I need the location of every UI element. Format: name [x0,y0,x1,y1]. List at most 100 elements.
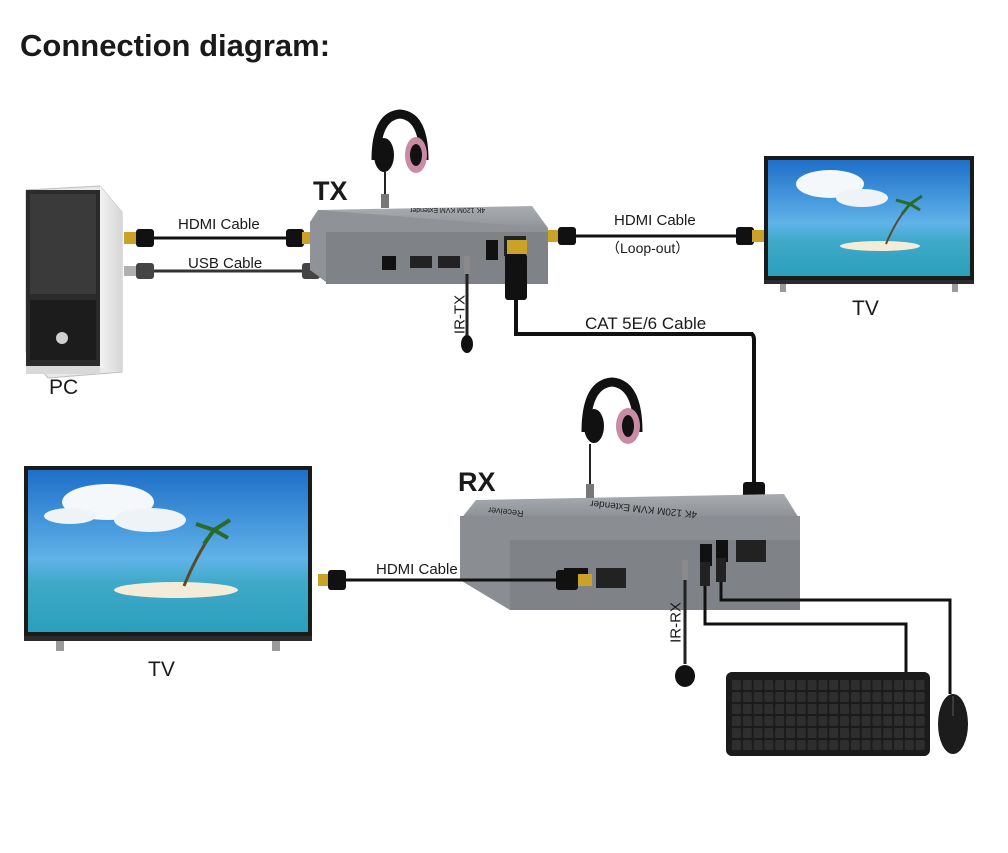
keyboard-key [850,728,860,738]
keyboard-key [732,680,741,690]
keyboard-key [818,728,828,738]
keyboard-key [764,728,774,738]
keyboard-key [732,728,741,738]
keyboard-key [807,680,817,690]
keyboard-key [829,680,839,690]
keyboard-key [807,728,817,738]
keyboard-key [829,704,839,714]
keyboard-key [786,728,795,738]
keyboard-key [753,728,763,738]
keyboard-key [861,692,871,702]
keyboard-key [829,740,839,750]
keyboard-key [894,692,903,702]
keyboard-key [850,692,860,702]
keyboard-key [732,704,741,714]
keyboard-key [840,716,849,726]
keyboard-key [861,740,871,750]
keyboard-key [807,704,817,714]
keyboard-key [915,692,925,702]
pc-tower [25,185,123,379]
keyboard-key [818,704,828,714]
keyboard-key [764,680,774,690]
keyboard-key [742,740,752,750]
keyboard-key [894,680,903,690]
rx-label: RX [458,467,496,497]
keyboard-key [904,740,914,750]
cat-cable-label: CAT 5E/6 Cable [585,314,707,333]
keyboard-key [872,716,882,726]
keyboard-key [904,704,914,714]
keyboard-key [753,704,763,714]
keyboard-key [904,680,914,690]
keyboard-key [753,716,763,726]
tx-label: TX [313,176,348,206]
keyboard-key [786,704,795,714]
keyboard-key [775,692,785,702]
keyboard-key [796,680,806,690]
tv-left [24,466,312,651]
hdmi-cable-loop-out [548,227,764,245]
keyboard-key [818,716,828,726]
keyboard-key [786,692,795,702]
keyboard-key [861,680,871,690]
keyboard-key [850,716,860,726]
keyboard-key [742,704,752,714]
keyboard-key [861,716,871,726]
keyboard-key [915,680,925,690]
ir-tx-cable [461,256,473,353]
keyboard-key [753,680,763,690]
mouse [938,694,968,754]
usb-cable-pc-label: USB Cable [188,255,263,272]
keyboard-key [764,716,774,726]
keyboard-key [818,680,828,690]
keyboard-key [786,716,795,726]
hdmi-cable-loop-label: HDMI Cable [614,212,696,229]
usb-cables-peripherals [700,558,952,694]
keyboard-key [850,704,860,714]
keyboard-key [796,728,806,738]
keyboard-key [786,680,795,690]
keyboard [726,672,930,756]
keyboard-key [850,740,860,750]
keyboard-key [796,716,806,726]
keyboard-key [796,740,806,750]
keyboard-key [818,740,828,750]
ir-tx-label: IR-TX [451,294,469,335]
keyboard-key [840,740,849,750]
keyboard-key [775,716,785,726]
keyboard-key [775,704,785,714]
keyboard-key [904,716,914,726]
keyboard-key [883,740,893,750]
keyboard-key [861,728,871,738]
keyboard-key [764,740,774,750]
keyboard-key [753,692,763,702]
keyboard-key [915,728,925,738]
keyboard-key [829,716,839,726]
keyboard-key [861,704,871,714]
keyboard-key [840,728,849,738]
keyboard-key [840,704,849,714]
keyboard-key [894,728,903,738]
keyboard-key [732,740,741,750]
keyboard-key [818,692,828,702]
keyboard-key [732,692,741,702]
keyboard-key [872,704,882,714]
keyboard-key [753,740,763,750]
keyboard-key [894,716,903,726]
tv-top [764,156,974,292]
keyboard-key [796,704,806,714]
keyboard-key [840,692,849,702]
keyboard-key [807,740,817,750]
keyboard-key [807,716,817,726]
keyboard-key [807,692,817,702]
ir-rx-cable [675,560,695,687]
keyboard-key [904,692,914,702]
keyboard-key [829,692,839,702]
hdmi-cable-pc-label: HDMI Cable [178,216,260,233]
keyboard-key [764,704,774,714]
keyboard-key [829,728,839,738]
keyboard-key [775,680,785,690]
keyboard-key [883,680,893,690]
hdmi-cable-rx-label: HDMI Cable [376,561,458,578]
